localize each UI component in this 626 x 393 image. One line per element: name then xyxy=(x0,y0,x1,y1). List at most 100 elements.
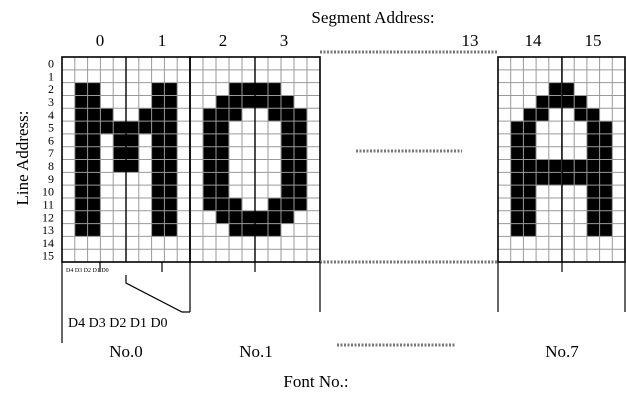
glyph-o-pixel xyxy=(216,185,230,199)
glyph-a-pixel xyxy=(574,108,588,122)
zoom-callout-line xyxy=(125,275,190,313)
glyph-o-pixel xyxy=(281,133,295,147)
font-label-7: No.7 xyxy=(545,342,579,361)
glyph-m-pixel xyxy=(151,159,165,173)
line-address-1: 1 xyxy=(48,69,54,83)
segment-label-1: 1 xyxy=(158,31,167,50)
glyph-o-pixel xyxy=(268,108,282,122)
glyph-m-pixel xyxy=(87,133,101,147)
glyph-m-pixel xyxy=(87,95,101,109)
glyph-m-pixel xyxy=(74,82,88,96)
glyph-o-pixel xyxy=(216,172,230,186)
glyph-o-pixel xyxy=(268,197,282,212)
glyph-a-pixel xyxy=(599,133,613,147)
glyph-grid-m xyxy=(61,56,191,263)
glyph-o-pixel xyxy=(216,133,230,147)
glyph-a-pixel xyxy=(548,95,562,109)
glyph-a-pixel xyxy=(586,172,600,186)
line-address-7: 7 xyxy=(48,146,54,160)
glyph-a-pixel xyxy=(510,133,524,147)
glyph-m-pixel xyxy=(164,159,178,173)
glyph-a-pixel xyxy=(536,95,550,109)
glyph-a-pixel xyxy=(523,210,537,224)
glyph-o-pixel xyxy=(203,121,217,135)
line-address-5: 5 xyxy=(48,121,54,135)
segment-address-title: Segment Address: xyxy=(311,8,434,27)
glyph-m-pixel xyxy=(113,159,127,173)
glyph-a-pixel xyxy=(599,121,613,135)
bit-labels-large: D4 D3 D2 D1 D0 xyxy=(68,316,168,331)
glyph-o-pixel xyxy=(216,95,230,109)
glyph-o-pixel xyxy=(203,197,217,212)
line-address-15: 15 xyxy=(42,249,54,263)
glyph-o-pixel xyxy=(229,95,243,109)
glyph-a-pixel xyxy=(561,82,575,96)
glyph-a-pixel xyxy=(574,172,588,186)
glyph-o-pixel xyxy=(268,82,282,96)
segment-label-14: 14 xyxy=(525,31,543,50)
glyph-a-pixel xyxy=(561,159,575,173)
glyph-a-pixel xyxy=(586,133,600,147)
glyph-a-pixel xyxy=(599,185,613,199)
glyph-m-pixel xyxy=(151,121,165,135)
glyph-o-pixel xyxy=(294,133,308,147)
line-address-6: 6 xyxy=(48,133,54,147)
glyph-a-pixel xyxy=(536,159,550,173)
glyph-grid-a xyxy=(497,56,626,263)
glyph-m-pixel xyxy=(87,172,101,186)
glyph-a-pixel xyxy=(510,210,524,224)
glyph-a-pixel xyxy=(561,172,575,186)
glyph-o-pixel xyxy=(255,95,269,109)
glyph-o-pixel xyxy=(294,172,308,186)
glyph-o-pixel xyxy=(281,159,295,173)
glyph-m-pixel xyxy=(164,146,178,160)
glyph-m-pixel xyxy=(138,108,152,122)
glyph-m-pixel xyxy=(164,108,178,122)
glyph-m-pixel xyxy=(151,197,165,212)
segment-label-3: 3 xyxy=(280,31,289,50)
glyph-m-pixel xyxy=(164,197,178,212)
glyph-m-pixel xyxy=(87,197,101,212)
font-label-1: No.1 xyxy=(239,342,273,361)
glyph-o-pixel xyxy=(281,210,295,224)
glyph-o-pixel xyxy=(216,146,230,160)
glyph-m-pixel xyxy=(100,121,114,135)
glyph-o-pixel xyxy=(268,210,282,224)
glyph-o-pixel xyxy=(216,210,230,224)
glyph-a-pixel xyxy=(548,82,562,96)
line-address-label: Line Address: xyxy=(13,111,32,206)
glyph-o-pixel xyxy=(203,159,217,173)
glyph-a-pixel xyxy=(523,121,537,135)
segment-label-2: 2 xyxy=(219,31,228,50)
glyph-a-pixel xyxy=(599,172,613,186)
glyph-a-pixel xyxy=(599,210,613,224)
segment-label-0: 0 xyxy=(96,31,105,50)
glyph-a-pixel xyxy=(574,159,588,173)
glyph-m-pixel xyxy=(74,223,88,237)
glyph-m-pixel xyxy=(151,95,165,109)
glyph-o-pixel xyxy=(268,95,282,109)
glyph-m-pixel xyxy=(74,197,88,212)
glyph-a-pixel xyxy=(574,95,588,109)
glyph-o-pixel xyxy=(255,223,269,237)
glyph-m-pixel xyxy=(74,210,88,224)
glyph-o-pixel xyxy=(294,197,308,212)
glyph-a-pixel xyxy=(586,185,600,199)
glyph-o-pixel xyxy=(203,185,217,199)
glyph-o-pixel xyxy=(203,133,217,147)
glyph-a-pixel xyxy=(586,210,600,224)
glyph-m-pixel xyxy=(74,172,88,186)
glyph-m-pixel xyxy=(87,121,101,135)
glyph-o-pixel xyxy=(281,185,295,199)
glyph-m-pixel xyxy=(151,146,165,160)
glyph-o-pixel xyxy=(294,185,308,199)
glyph-m-pixel xyxy=(126,121,140,135)
glyph-grid-o xyxy=(189,56,321,263)
glyph-m-pixel xyxy=(113,146,127,160)
glyph-o-pixel xyxy=(242,223,256,237)
line-address-2: 2 xyxy=(48,82,54,96)
glyph-m-pixel xyxy=(87,146,101,160)
glyph-m-pixel xyxy=(74,146,88,160)
